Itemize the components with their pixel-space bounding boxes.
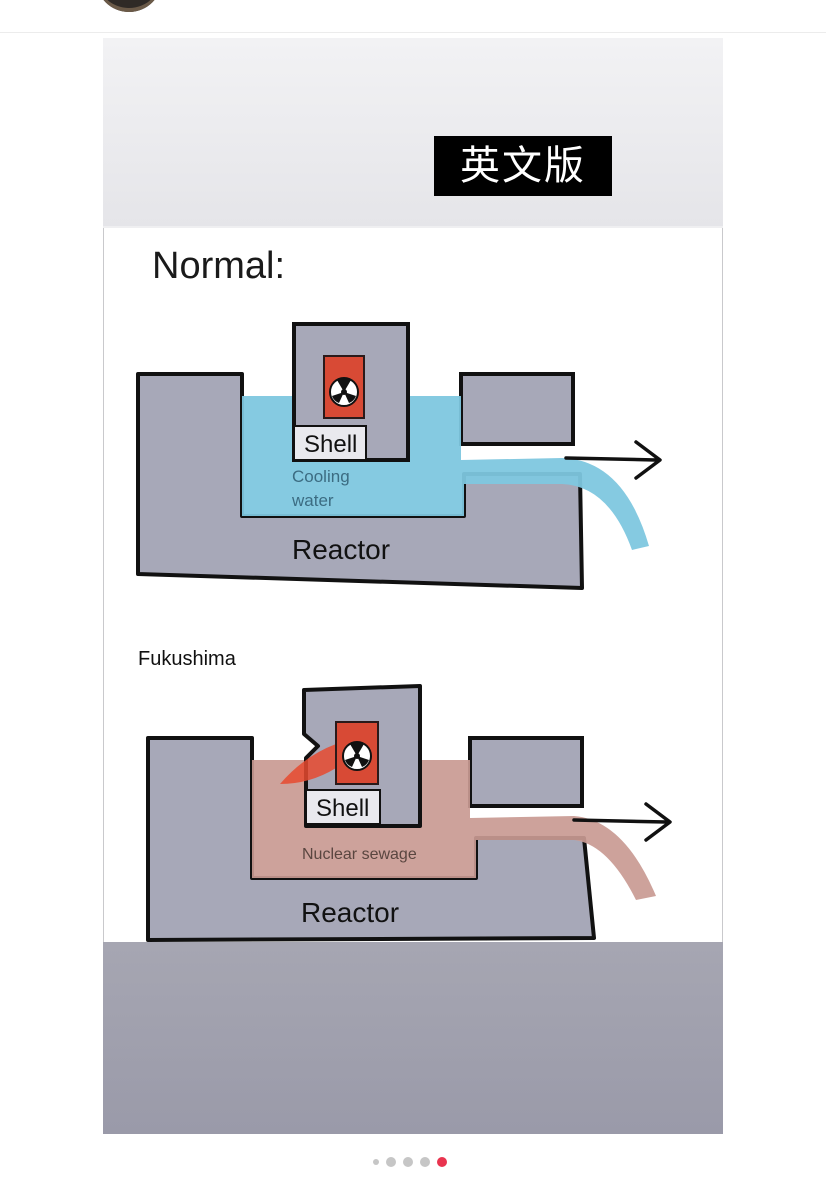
language-badge: 英文版 xyxy=(434,136,612,196)
avatar[interactable] xyxy=(96,0,162,12)
normal-water-label-1: Cooling xyxy=(292,467,350,486)
normal-outlet-block xyxy=(459,372,575,446)
radiation-icon-2-blades xyxy=(345,741,369,767)
post-header xyxy=(0,0,826,33)
carousel-dot-2[interactable] xyxy=(386,1157,396,1167)
fukushima-reactor-label: Reactor xyxy=(301,897,399,928)
fukushima-shell-label-bg xyxy=(305,789,381,825)
normal-title: Normal: xyxy=(152,245,285,287)
normal-water-label-2: water xyxy=(291,491,334,510)
image-footer-band xyxy=(103,942,723,1134)
fukushima-title: Fukushima xyxy=(138,648,237,670)
normal-shell-label-bg xyxy=(293,425,367,461)
post-image-carousel[interactable]: 英文版 Normal: Shell Cooling water Reactor xyxy=(103,38,723,1134)
carousel-dot-5-active[interactable] xyxy=(437,1157,447,1167)
carousel-dot-1[interactable] xyxy=(373,1159,379,1165)
normal-shell-label: Shell xyxy=(304,431,357,458)
radiation-icon-blades xyxy=(332,377,356,403)
radiation-leak xyxy=(280,744,336,784)
fukushima-outflow-arrow xyxy=(572,802,672,842)
carousel-dot-4[interactable] xyxy=(420,1157,430,1167)
reactor-diagram: Normal: Shell Cooling water Reactor Fuku… xyxy=(103,228,723,942)
fukushima-shell-label: Shell xyxy=(316,795,369,822)
fukushima-outlet-block xyxy=(468,736,584,808)
normal-outflow-arrow xyxy=(564,440,662,480)
normal-reactor-label: Reactor xyxy=(292,534,390,565)
fukushima-water-label: Nuclear sewage xyxy=(302,846,417,863)
image-header-band: 英文版 xyxy=(103,38,723,226)
carousel-dot-3[interactable] xyxy=(403,1157,413,1167)
carousel-indicator xyxy=(373,1156,447,1168)
